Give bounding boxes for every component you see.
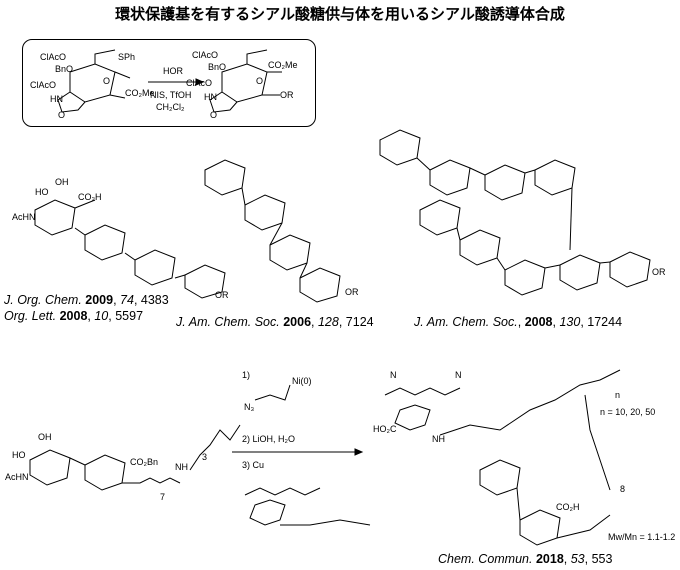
tamra-alkyne <box>244 487 371 526</box>
label-or-right: OR <box>652 267 666 277</box>
oligo-sialic-acid-1 <box>34 199 226 299</box>
start-oh: OH <box>38 432 52 442</box>
product-co2h: CO₂H <box>556 502 580 512</box>
dye-n-2: N <box>455 370 462 380</box>
label-clac-3: ClAcO <box>192 50 218 60</box>
label-hn-1: HN <box>50 94 63 104</box>
label-clac-4: ClAcO <box>186 78 212 88</box>
label-sph: SPh <box>118 52 135 62</box>
label-clac-2: ClAcO <box>30 80 56 90</box>
reagent-nis: NIS, TfOH <box>150 90 191 100</box>
chem-labels: ClAcO BnO ClAcO HN SPh CO₂Me O O ClAcO B… <box>5 50 675 542</box>
step-3-label: 3) Cu <box>242 460 264 470</box>
ref-jacs-2008: J. Am. Chem. Soc., 2008, 130, 17244 <box>414 315 623 329</box>
start-ho: HO <box>12 450 26 460</box>
label-o-carb1: O <box>58 110 65 120</box>
label-o-carb2: O <box>210 110 217 120</box>
label-co2h: CO₂H <box>78 192 102 202</box>
oligo-sialic-acid-2 <box>204 159 341 303</box>
dye-ho2c: HO₂C <box>373 424 397 434</box>
label-or-1: OR <box>280 90 294 100</box>
dye-n-1: N <box>390 370 397 380</box>
product-sub-8: 8 <box>620 484 625 494</box>
label-o-ring2: O <box>256 76 263 86</box>
n3-label: N₃ <box>244 402 254 412</box>
label-oh: OH <box>55 177 69 187</box>
label-achn: AcHN <box>12 212 36 222</box>
start-sub-3: 3 <box>202 452 207 462</box>
label-o-ring1: O <box>103 76 110 86</box>
step-2-label: 2) LiOH, H₂O <box>242 434 295 444</box>
reagent-ch2cl2: CH₂Cl₂ <box>156 102 185 112</box>
ref-joc: J. Org. Chem. 2009, 74, 4383 <box>4 293 169 307</box>
step-1-label: 1) <box>242 370 250 380</box>
ni-initiator <box>254 384 291 401</box>
label-or-mid: OR <box>345 287 359 297</box>
label-ho: HO <box>35 187 49 197</box>
label-co2me-1: CO₂Me <box>125 88 155 98</box>
label-bno-2: BnO <box>208 62 226 72</box>
ref-jacs-2006: J. Am. Chem. Soc. 2006, 128, 7124 <box>176 315 374 329</box>
product-n-values: n = 10, 20, 50 <box>600 407 655 417</box>
complex-glycan <box>379 129 651 296</box>
glycopolymer-product <box>384 369 621 546</box>
label-clac-1: ClAcO <box>40 52 66 62</box>
label-hn-2: HN <box>204 92 217 102</box>
starting-monomer <box>29 424 241 491</box>
donor-structure <box>57 49 131 113</box>
label-or-left: OR <box>215 290 229 300</box>
ref-chemcommun: Chem. Commun. 2018, 53, 553 <box>438 552 613 566</box>
reagent-hor: HOR <box>163 66 184 76</box>
ref-ol: Org. Lett. 2008, 10, 5597 <box>4 309 144 323</box>
start-co2bn: CO₂Bn <box>130 457 158 467</box>
label-bno-1: BnO <box>55 64 73 74</box>
page-title: 環状保護基を有するシアル酸糖供与体を用いるシアル酸誘導体合成 <box>115 6 565 23</box>
label-co2me-2: CO₂Me <box>268 60 298 70</box>
product-sub-n: n <box>615 390 620 400</box>
dye-nh: NH <box>432 434 445 444</box>
product-structure <box>209 49 282 113</box>
start-achn: AcHN <box>5 472 29 482</box>
start-nh: NH <box>175 462 188 472</box>
glycosylation-scheme-box <box>22 39 316 127</box>
product-mw: Mw/Mn = 1.1-1.2 <box>608 532 675 542</box>
ni-label: Ni(0) <box>292 376 312 386</box>
start-sub-7: 7 <box>160 492 165 502</box>
